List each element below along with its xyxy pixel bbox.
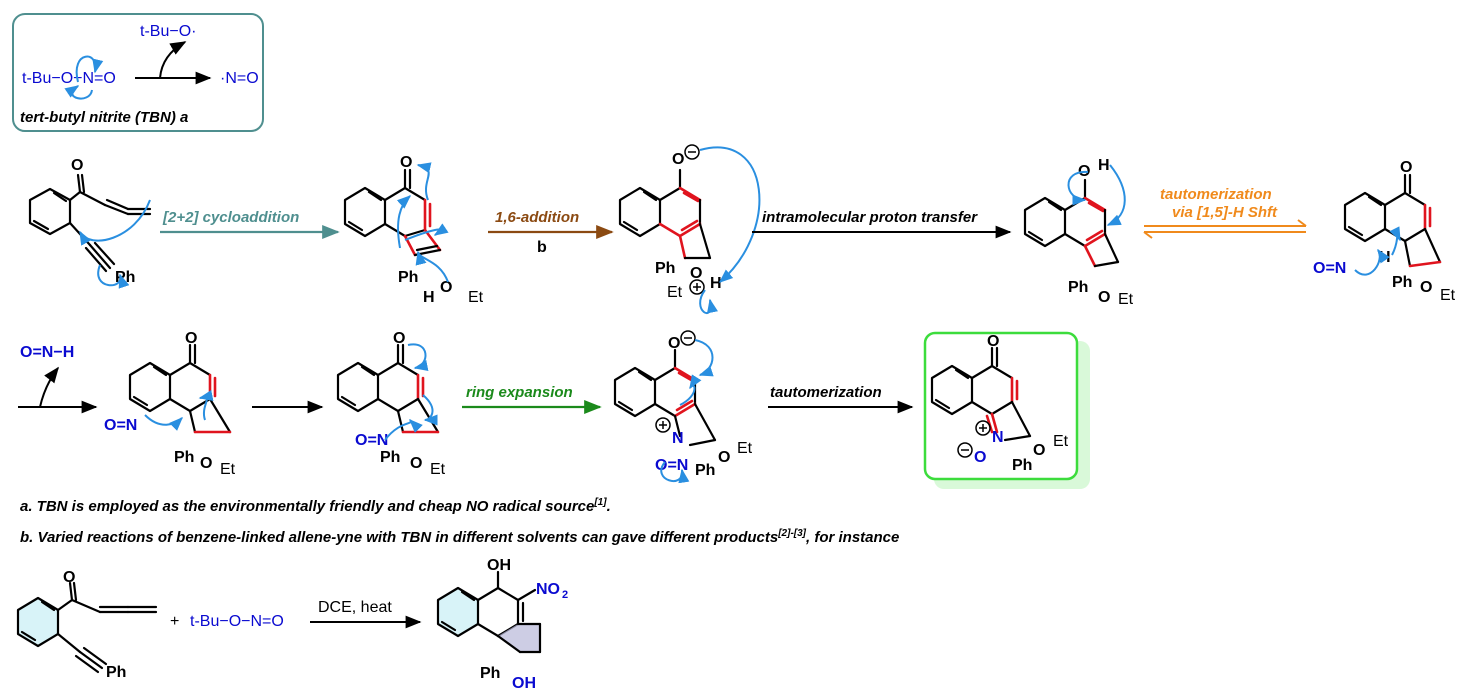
ring-expansion-label: ring expansion <box>466 384 573 401</box>
nitrogen-label: N <box>672 430 684 447</box>
carbonyl-oxygen: O <box>987 333 999 350</box>
ethoxy-o: O <box>1098 289 1110 306</box>
tbn-legend-box: t-Bu−O· t-Bu−O−N=O ·N=O tert-butyl nitri… <box>12 13 264 132</box>
carbonyl-oxygen: O <box>63 569 75 586</box>
tautomerization-label-2: via [1,5]-H Shft <box>1172 204 1278 221</box>
nitroso-label: O=N <box>655 457 688 474</box>
footnote-b-ref: [2]-[3] <box>778 528 806 539</box>
ethoxy-o: O <box>718 449 730 466</box>
ethoxy-o: O <box>1033 442 1045 459</box>
footnote-b-text: b. Varied reactions of benzene-linked al… <box>20 529 779 546</box>
ethoxy-o: O <box>1420 279 1432 296</box>
enolate-oxygen: O <box>672 151 684 168</box>
tertiary-hydroxyl: OH <box>512 675 536 692</box>
tbn-reagent-label: t-Bu−O−N=O <box>190 613 284 630</box>
ethoxy-et: Et <box>220 461 236 478</box>
footnote-a-text: a. TBN is employed as the environmentall… <box>20 498 595 515</box>
nitrone-oxygen: O <box>974 449 986 466</box>
final-product-box: O N O Ph O Et <box>923 331 1090 489</box>
phenyl-label: Ph <box>1068 279 1088 296</box>
ethoxy-o: O <box>200 455 212 472</box>
oxonium-oxygen: O <box>690 265 702 282</box>
footnote-b-end: , for instance <box>806 529 900 546</box>
phenyl-label: Ph <box>174 449 194 466</box>
carbonyl-oxygen: O <box>400 154 412 171</box>
enol-h: H <box>1098 157 1110 174</box>
radical-release-arrow <box>159 41 187 79</box>
nitro-label: NO <box>536 581 560 598</box>
hno-curve-arrow <box>39 366 59 408</box>
radical-pair-intermediate: O O=N Ph O Et <box>104 330 236 478</box>
phenyl-label: Ph <box>106 664 126 681</box>
carbonyl-oxygen: O <box>1400 159 1412 176</box>
ethanol-h: H <box>423 289 435 306</box>
hydroxyl-label: OH <box>487 557 511 574</box>
ethanol-o: O <box>440 279 452 296</box>
dienol-intermediate: O H Ph O Et <box>1023 157 1134 308</box>
oxonium-et: Et <box>667 284 683 301</box>
plus-sign: + <box>170 613 179 630</box>
allene-yne-substrate: O Ph <box>28 157 152 289</box>
hno-label: O=N−H <box>20 344 74 361</box>
nitroso-adduct: O O=N Ph O Et <box>336 330 446 478</box>
cyclobutene-intermediate-1: O Ph H O Et <box>343 154 484 306</box>
proton-transfer-label: intramolecular proton transfer <box>762 209 978 226</box>
no-radical-label: O=N <box>104 417 137 434</box>
carbonyl-oxygen: O <box>393 330 405 347</box>
nitrone-nitrogen: N <box>992 429 1004 446</box>
ethoxy-et: Et <box>1053 433 1069 450</box>
tbn-caption: tert-butyl nitrite (TBN) a <box>20 109 188 126</box>
example-substrate: O Ph <box>16 569 158 681</box>
example-product: OH NO 2 Ph OH <box>436 557 568 692</box>
addition-label: 1,6-addition <box>495 209 579 226</box>
footnote-a: a. TBN is employed as the environmentall… <box>20 497 611 515</box>
nitro-subscript: 2 <box>562 589 568 601</box>
phenyl-label: Ph <box>1392 274 1412 291</box>
footnote-a-end: . <box>606 498 611 515</box>
footnote-a-ref: [1] <box>594 497 607 508</box>
fishhook-arrow-1 <box>75 55 104 83</box>
tautomerization-label-1: tautomerization <box>1160 186 1272 203</box>
phenyl-label: Ph <box>695 462 715 479</box>
phenyl-label: Ph <box>655 260 675 277</box>
cycloaddition-label: [2+2] cycloaddition <box>162 209 299 226</box>
ethoxy-o: O <box>410 455 422 472</box>
tbu-nitrite-label: t-Bu−O−N=O <box>22 70 116 87</box>
no-radical-label: O=N <box>1313 260 1346 277</box>
fishhook-arrow-2 <box>64 85 93 100</box>
footnote-b: b. Varied reactions of benzene-linked al… <box>20 528 899 546</box>
phenyl-label: Ph <box>1012 457 1032 474</box>
oxonium-h: H <box>710 275 722 292</box>
carbonyl-oxygen: O <box>185 330 197 347</box>
cyclobutene-enone: O H Ph O Et O=N <box>1313 159 1456 304</box>
phenyl-label: Ph <box>398 269 418 286</box>
nitroso-label: O=N <box>355 432 388 449</box>
carbonyl-oxygen: O <box>71 157 83 174</box>
ethoxy-et: Et <box>737 440 753 457</box>
phenyl-label: Ph <box>480 665 500 682</box>
final-tautomerization-label: tautomerization <box>770 384 882 401</box>
no-radical-label: ·N=O <box>220 70 259 87</box>
tbu-radical-label: t-Bu−O· <box>140 23 196 40</box>
ring-expanded-enolate: O N O=N Ph O Et <box>613 330 753 484</box>
ethoxy-et: Et <box>430 461 446 478</box>
ethoxy-et: Et <box>1118 291 1134 308</box>
ethanol-et: Et <box>468 289 484 306</box>
enolate-oxonium-intermediate: O Ph O H Et <box>618 144 761 314</box>
phenyl-label: Ph <box>380 449 400 466</box>
addition-footnote: b <box>537 239 547 256</box>
enolate-oxygen: O <box>668 335 680 352</box>
conditions-label: DCE, heat <box>318 599 392 616</box>
ethoxy-et: Et <box>1440 287 1456 304</box>
